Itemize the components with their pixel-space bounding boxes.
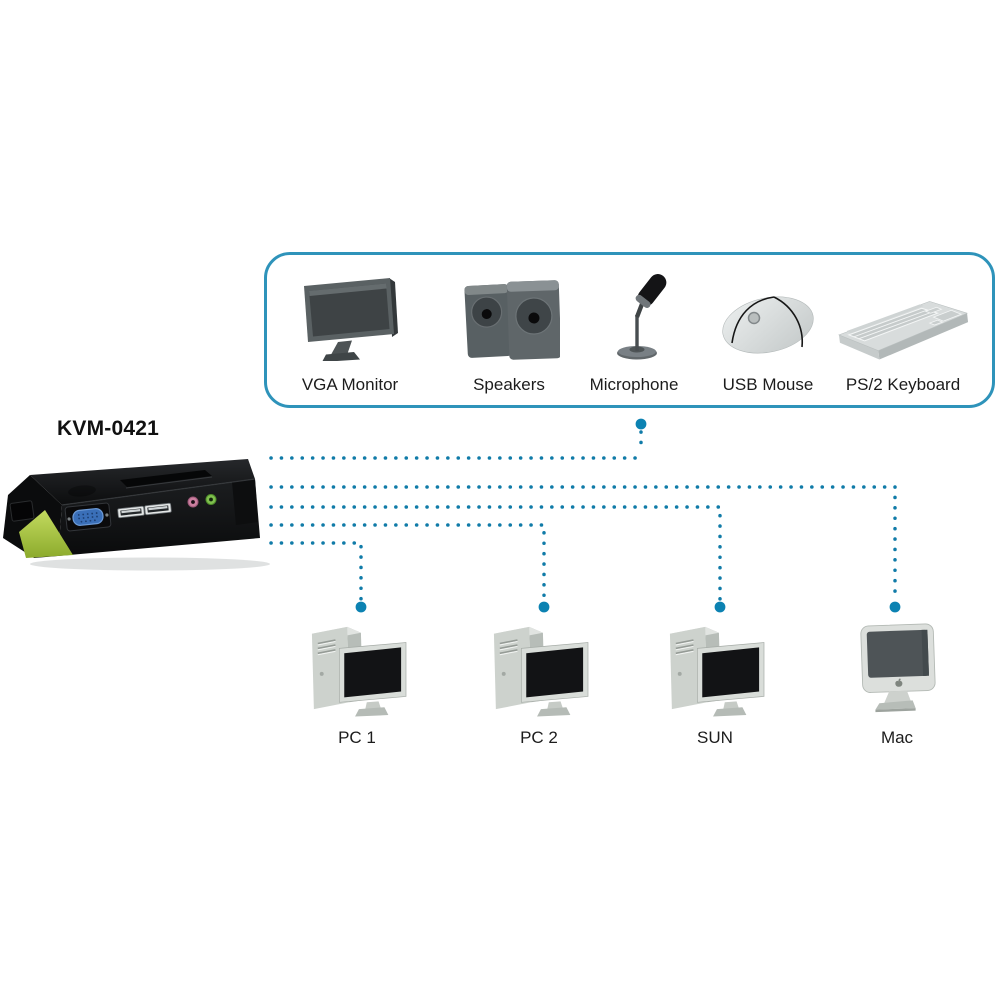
connection-line-sun xyxy=(269,505,722,601)
vga-monitor-icon xyxy=(294,269,406,361)
computer-label: PC 1 xyxy=(338,728,376,747)
microphone-icon xyxy=(596,269,672,361)
peripheral-label: PS/2 Keyboard xyxy=(845,375,961,394)
peripheral-vga-monitor: VGA Monitor xyxy=(275,269,425,395)
computer-sun: SUN xyxy=(640,617,790,748)
connection-line-pc1 xyxy=(269,541,363,601)
kvm-switch-icon xyxy=(0,450,280,585)
peripheral-label: Speakers xyxy=(473,375,545,394)
tower-pc-icon xyxy=(298,617,416,717)
computer-label: SUN xyxy=(697,728,733,747)
peripheral-microphone: Microphone xyxy=(559,269,709,395)
computer-mac: Mac xyxy=(822,617,972,748)
connection-line-pc2 xyxy=(269,523,546,601)
computer-pc1: PC 1 xyxy=(282,617,432,748)
computer-label: Mac xyxy=(880,728,914,747)
junction-dot-pc1 xyxy=(355,601,367,613)
junction-dot-mac xyxy=(889,601,901,613)
junction-dot-sun xyxy=(714,601,726,613)
peripheral-label: VGA Monitor xyxy=(301,375,399,394)
tower-pc-icon xyxy=(656,617,774,717)
kvm-label: KVM-0421 xyxy=(57,417,159,440)
computer-pc2: PC 2 xyxy=(464,617,614,748)
peripheral-label: USB Mouse xyxy=(722,375,814,394)
junction-dot-peripherals xyxy=(635,418,647,430)
peripheral-label: Microphone xyxy=(589,375,679,394)
speakers-icon xyxy=(458,269,560,361)
peripheral-ps2-keyboard: PS/2 Keyboard xyxy=(828,269,978,395)
peripherals-group-box: VGA Monitor xyxy=(264,252,995,408)
junction-dot-pc2 xyxy=(538,601,550,613)
peripheral-usb-mouse: USB Mouse xyxy=(693,269,843,395)
ps2-keyboard-icon xyxy=(835,269,971,361)
tower-pc-icon xyxy=(480,617,598,717)
usb-mouse-icon xyxy=(716,269,820,361)
imac-icon xyxy=(851,617,943,717)
peripheral-speakers: Speakers xyxy=(434,269,584,395)
connection-line-mac xyxy=(269,485,897,601)
computer-label: PC 2 xyxy=(520,728,558,747)
